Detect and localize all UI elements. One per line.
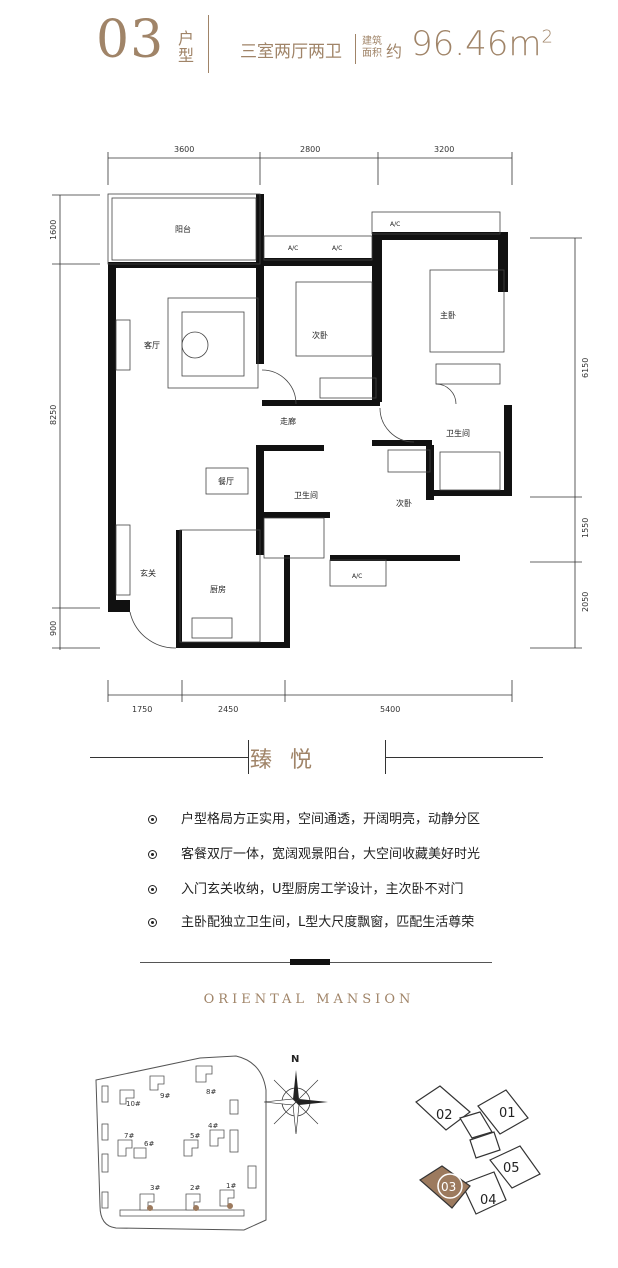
title-tick-right	[385, 740, 386, 774]
bldg-7: 7#	[124, 1132, 134, 1140]
feature-3: 入门玄关收纳，U型厨房工学设计，主次卧不对门	[148, 878, 464, 897]
room-kitchen: 厨房	[210, 584, 226, 594]
ac-label-1: A/C	[390, 221, 400, 228]
divider-bar	[290, 959, 330, 965]
brand-name: ORIENTAL MANSION	[203, 992, 415, 1007]
key-unit-04: 04	[480, 1193, 497, 1208]
bullet-icon	[148, 885, 157, 894]
feature-4: 主卧配独立卫生间，L型大尺度飘窗，匹配生活尊荣	[148, 911, 474, 930]
floor-plan: 3600 2800 3200 1750 2450 5400 1600 8250 …	[49, 145, 590, 714]
header-divider-2	[355, 34, 356, 64]
room-balcony: 阳台	[175, 224, 191, 234]
room-entrance: 玄关	[140, 568, 156, 578]
bldg-1: 1#	[226, 1182, 236, 1190]
compass-icon: N	[263, 1054, 328, 1135]
bldg-3: 3#	[150, 1184, 160, 1192]
dim-right-2: 1550	[581, 518, 590, 538]
dim-bottom-3: 5400	[380, 705, 400, 714]
dim-left-3: 900	[49, 621, 58, 636]
title-line-right	[385, 757, 543, 758]
header-divider	[208, 15, 209, 73]
key-unit-02: 02	[436, 1108, 453, 1123]
section-title: 臻悦	[250, 748, 331, 773]
room-corridor: 走廊	[280, 416, 296, 426]
bullet-icon	[148, 850, 157, 859]
room-second-bed-bottom: 次卧	[396, 498, 412, 508]
key-unit-05: 05	[503, 1161, 520, 1176]
key-unit-01: 01	[499, 1106, 516, 1121]
svg-text:N: N	[291, 1054, 299, 1065]
bullet-icon	[148, 815, 157, 824]
bldg-8: 8#	[206, 1088, 216, 1096]
area-approx: 约	[386, 42, 403, 61]
bldg-5: 5#	[190, 1132, 200, 1140]
area-label: 建筑面积	[362, 36, 382, 59]
room-second-bed-top: 次卧	[312, 330, 328, 340]
bldg-4: 4#	[208, 1122, 218, 1130]
room-bath-center: 卫生间	[294, 490, 318, 500]
dim-top-2: 2800	[300, 145, 320, 154]
dim-left-1: 1600	[49, 220, 58, 240]
room-bath-right: 卫生间	[446, 428, 470, 438]
title-tick-left	[248, 740, 249, 774]
dim-top-3: 3200	[434, 145, 454, 154]
room-config: 三室两厅两卫	[240, 42, 342, 62]
ac-label-4: A/C	[352, 573, 362, 580]
dim-right-3: 2050	[581, 592, 590, 612]
feature-2: 客餐双厅一体，宽阔观景阳台，大空间收藏美好时光	[148, 843, 480, 862]
bullet-icon	[148, 918, 157, 927]
room-living: 客厅	[144, 340, 160, 350]
unit-type-label: 户型	[178, 29, 195, 65]
dim-top-1: 3600	[174, 145, 194, 154]
ac-label-3: A/C	[332, 245, 342, 252]
dim-right-1: 6150	[581, 358, 590, 378]
dim-left-2: 8250	[49, 405, 58, 425]
dim-bottom-2: 2450	[218, 705, 238, 714]
room-dining: 餐厅	[218, 477, 234, 486]
title-line-left	[90, 757, 248, 758]
feature-1: 户型格局方正实用，空间通透，开阔明亮，动静分区	[148, 808, 480, 827]
bldg-10: 10#	[126, 1100, 141, 1108]
key-unit-03: 03	[441, 1180, 456, 1194]
bldg-9: 9#	[160, 1092, 170, 1100]
dim-bottom-1: 1750	[132, 705, 152, 714]
ac-label-2: A/C	[288, 245, 298, 252]
area-value: 96.46m2	[411, 24, 553, 64]
bldg-2: 2#	[190, 1184, 200, 1192]
room-master-bed: 主卧	[440, 310, 456, 320]
bldg-6: 6#	[144, 1140, 154, 1148]
unit-number: 03	[96, 10, 165, 70]
